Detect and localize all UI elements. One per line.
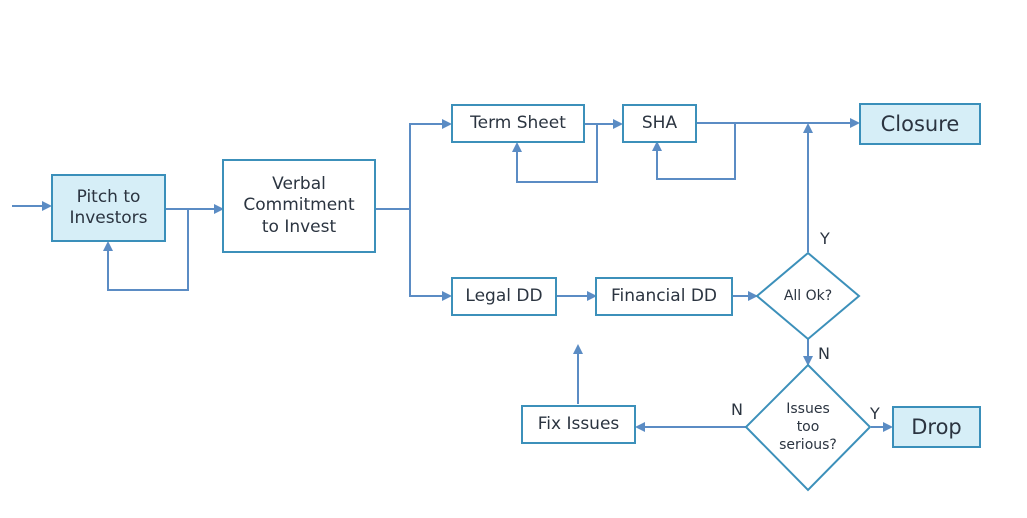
all-ok-text: All Ok?: [783, 287, 833, 304]
pitch-to-investors-box: Pitch to Investors: [51, 174, 166, 242]
closure-box: Closure: [859, 103, 981, 145]
issues-serious-diamond: [744, 363, 872, 492]
fix-issues-box: Fix Issues: [521, 405, 636, 444]
all-ok-no-label: N: [818, 344, 830, 363]
term-sheet-box: Term Sheet: [451, 104, 585, 143]
pitch-loop-arrow: [103, 209, 189, 291]
legal-dd-box: Legal DD: [451, 277, 557, 316]
issues-no-label: N: [731, 400, 743, 419]
sha-box: SHA: [622, 104, 697, 143]
split-to-term-sheet-arrow: [409, 119, 452, 209]
all-ok-diamond: [755, 251, 861, 341]
sha-loop-arrow: [652, 123, 736, 180]
split-to-legal-dd-arrow: [409, 209, 452, 301]
financial-dd-box: Financial DD: [595, 277, 733, 316]
term-sheet-loop-arrow: [512, 124, 598, 183]
issues-serious-text: Issues too serious?: [779, 400, 837, 454]
drop-box: Drop: [892, 406, 981, 448]
verbal-commitment-box: Verbal Commitment to Invest: [222, 159, 376, 253]
all-ok-yes-label: Y: [820, 229, 830, 248]
issues-yes-label: Y: [870, 404, 880, 423]
